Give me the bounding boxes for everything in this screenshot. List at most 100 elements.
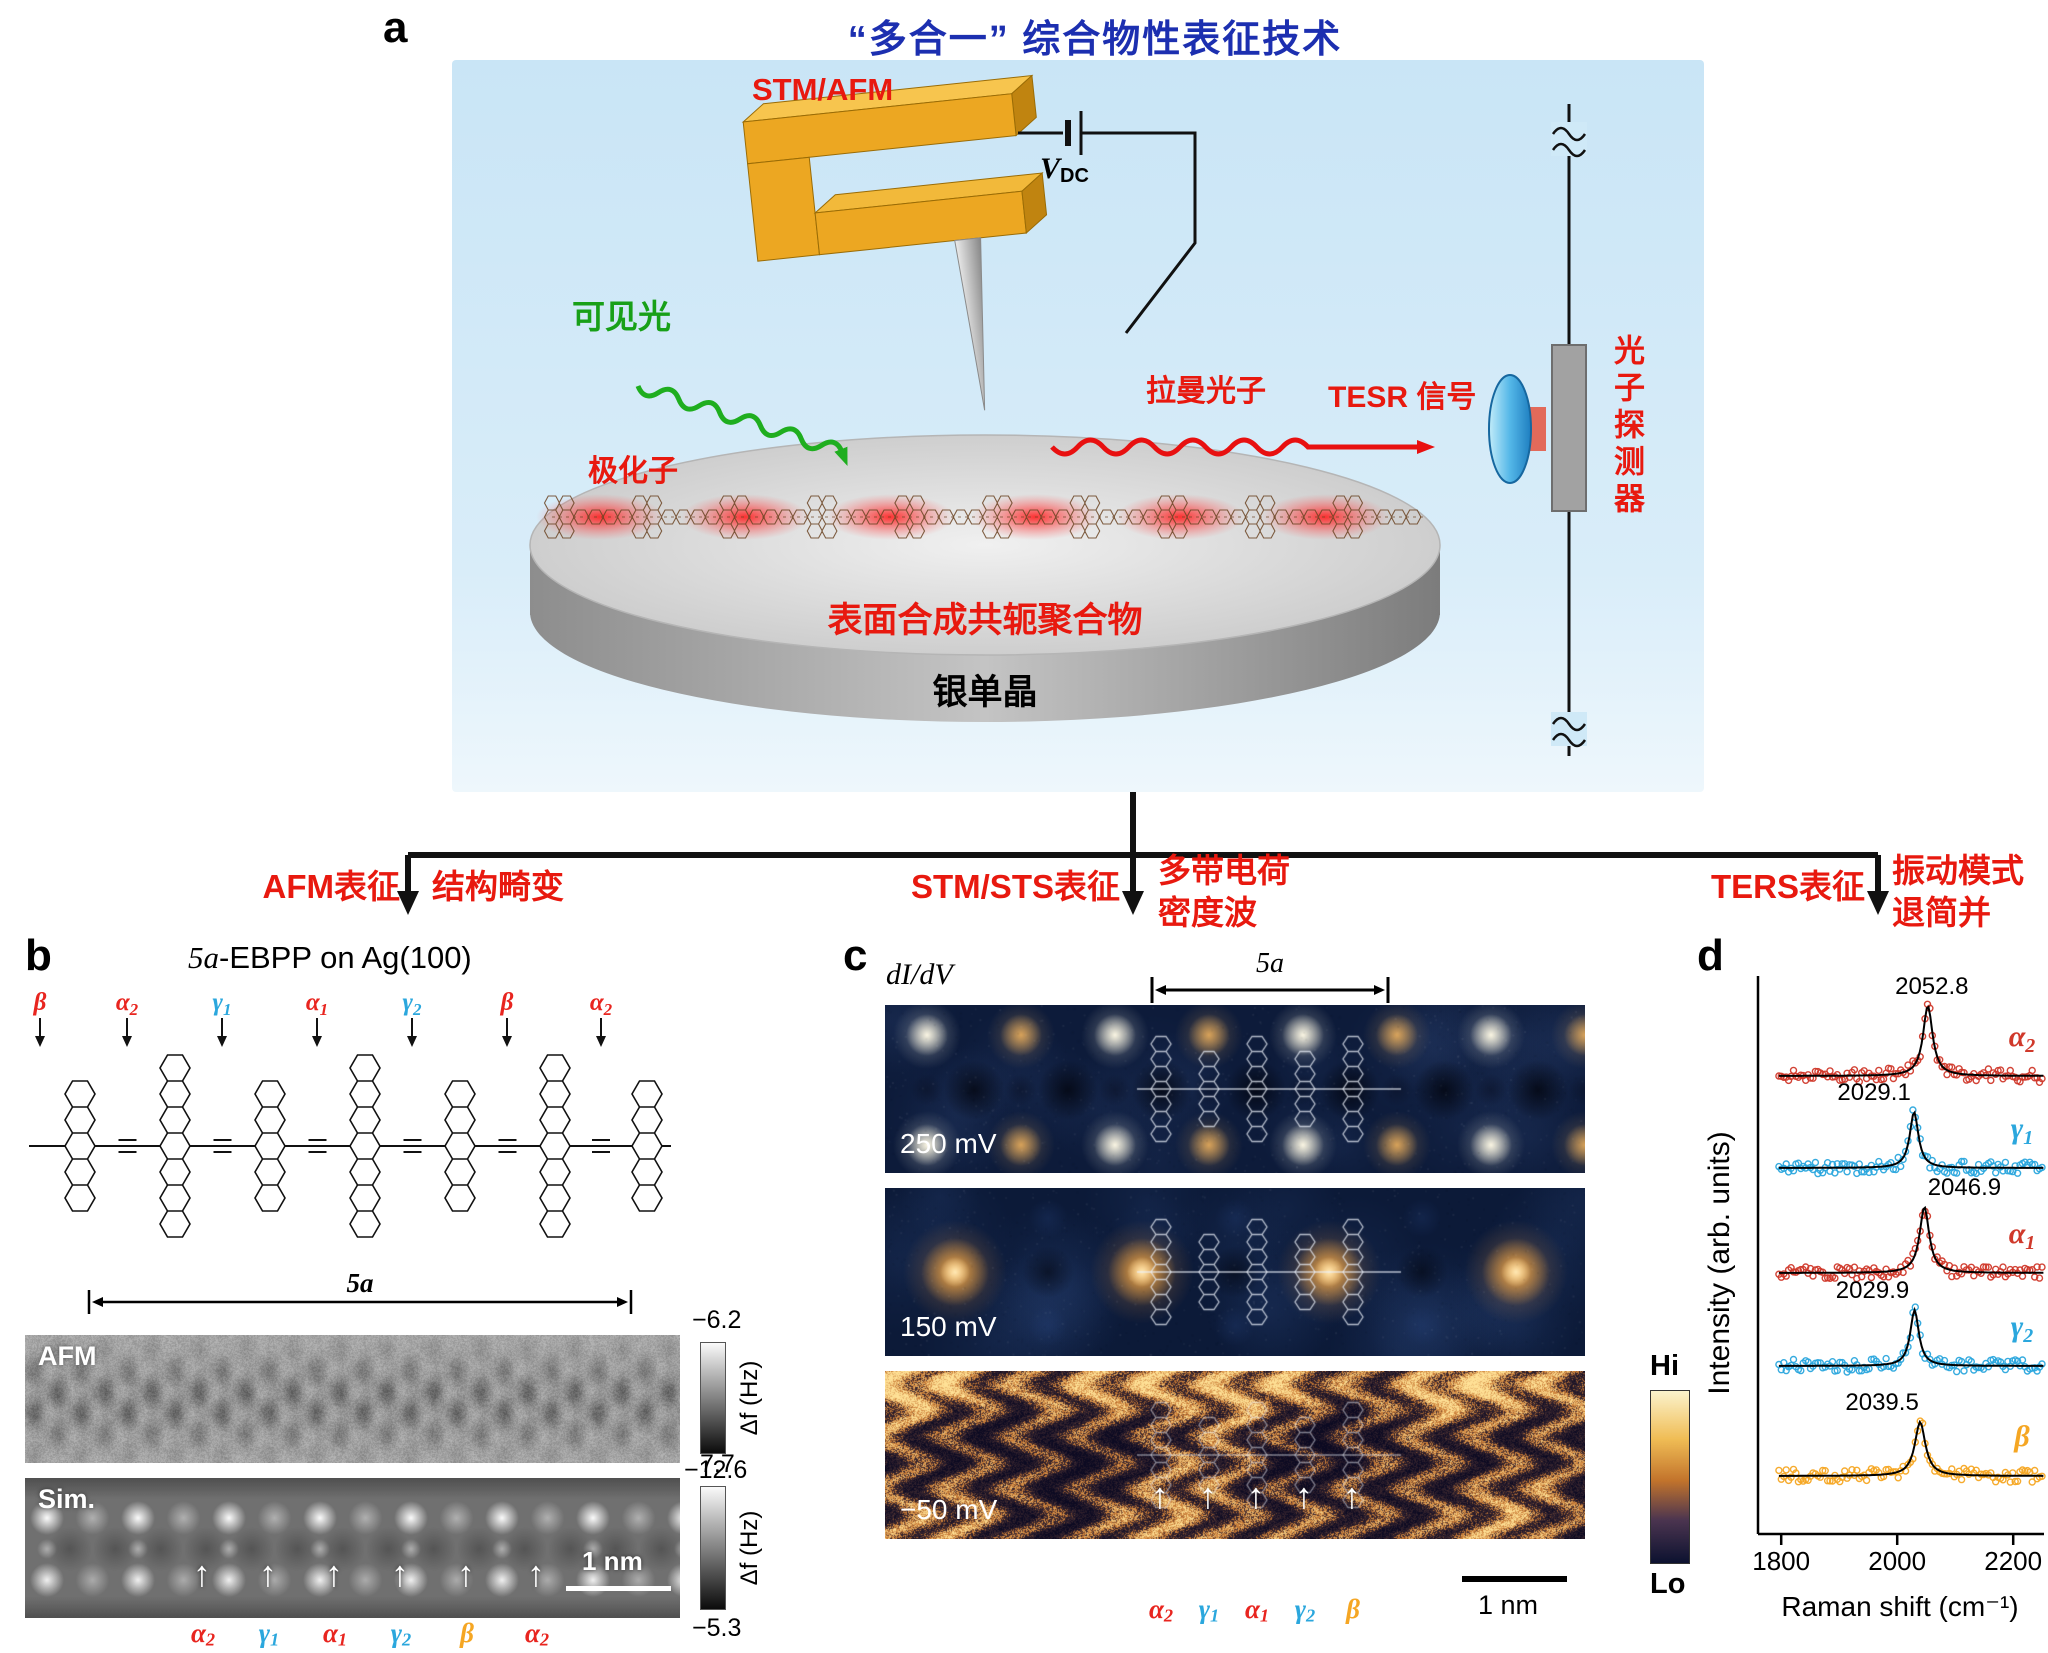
spectrum-data-point: [2011, 1162, 2019, 1170]
sim-colorbar: [700, 1486, 726, 1610]
sim-feature-arrow: ↑: [527, 1553, 545, 1594]
panel-b-mode-label: γ2: [390, 1618, 412, 1650]
spectrum-data-point: [1957, 1475, 1966, 1484]
spectrum-data-point: [1826, 1067, 1834, 1075]
panel-c-scalebar: [1462, 1576, 1567, 1582]
panel-b-mode-label: γ1: [258, 1618, 280, 1650]
spectrum-data-point: [1952, 1169, 1961, 1177]
panel-b-label: b: [25, 931, 52, 980]
panel-c-mode-label: α1: [1244, 1594, 1270, 1626]
spectrum-data-point: [1843, 1167, 1851, 1176]
sim-colorbar-min: −5.3: [692, 1614, 742, 1642]
afm-method-label: AFM表征: [262, 868, 400, 905]
spectrum-data-point: [1826, 1477, 1834, 1485]
panel-c-mode-label: γ2: [1294, 1594, 1316, 1626]
spectrum-data-point: [1948, 1272, 1956, 1281]
ters-result-line1: 振动模式: [1892, 852, 2024, 889]
structure-mode-label: α2: [590, 989, 613, 1019]
spectrum-data-point: [1787, 1473, 1795, 1481]
spectrum-data-point: [1896, 1162, 1905, 1171]
spectrum-data-point: [1960, 1068, 1968, 1077]
spectrum-data-point: [1984, 1065, 1993, 1073]
spectrum-data-point: [1818, 1466, 1827, 1475]
visible-light-label: 可见光: [572, 298, 671, 335]
spectrum-data-point: [1909, 1106, 1917, 1114]
didv-map-150mV: [885, 1188, 1585, 1356]
spectrum-data-point: [1811, 1158, 1820, 1167]
spectrum-data-point: [2001, 1158, 2010, 1167]
spectrum-data-point: [1811, 1067, 1820, 1076]
sim-feature-arrow: ↑: [325, 1553, 343, 1594]
vdc-subscript: DC: [1060, 165, 1089, 187]
stm-result-line1: 多带电荷: [1158, 852, 1290, 889]
spectrum-data-point: [1833, 1366, 1842, 1375]
spectrum-data-point: [2018, 1073, 2027, 1081]
spectrum-data-point: [1991, 1169, 2000, 1177]
afm-image: [25, 1335, 680, 1463]
series-mode-label: β: [2013, 1420, 2030, 1453]
spectrum-data-point: [2031, 1273, 2039, 1281]
spectrum-data-point: [1855, 1367, 1864, 1375]
stm-feature-arrow: ↑: [1343, 1475, 1361, 1516]
spectrum-data-point: [1802, 1263, 1810, 1271]
photon-detector-label: 光子探测器: [1609, 334, 1644, 519]
stm-feature-arrow: ↑: [1247, 1475, 1265, 1516]
spectrum-data-point: [2031, 1466, 2039, 1475]
spectrum-data-point: [1821, 1467, 1829, 1475]
spectrum-data-point: [1984, 1263, 1993, 1271]
raman-xtick-label: 2000: [1868, 1546, 1926, 1576]
structure-mode-label: α2: [116, 989, 139, 1019]
spectrum-data-point: [1872, 1075, 1881, 1084]
spectrum-data-point: [1960, 1157, 1968, 1166]
structure-mode-label: γ2: [403, 989, 422, 1019]
spectrum-data-point: [2038, 1263, 2046, 1271]
spectrum-data-point: [1855, 1077, 1864, 1086]
sim-scaleb​ar-label: 1 nm: [582, 1546, 643, 1576]
spectrum-data-point: [1887, 1065, 1895, 1073]
panel-c-label: c: [843, 931, 868, 980]
spectrum-data-point: [1999, 1263, 2007, 1271]
spectrum-data-point: [1775, 1466, 1783, 1475]
spectrum-data-point: [2018, 1356, 2027, 1364]
peak-position-label: 2052.8: [1895, 973, 1968, 1000]
peak-position-label: 2029.9: [1836, 1277, 1909, 1304]
vdc-symbol: V: [1040, 152, 1061, 185]
structure-mode-label: β: [500, 989, 514, 1016]
lorentzian-fit-curve: [1778, 1005, 2044, 1077]
spectrum-data-point: [1848, 1366, 1856, 1374]
afm-image-label: AFM: [38, 1341, 97, 1371]
panel-b-5a-label: 5a: [347, 1268, 374, 1298]
raman-xtick-label: 2200: [1984, 1546, 2042, 1576]
panel-c-5a-span: [1150, 977, 1390, 1003]
bias-label-150mV: 150 mV: [900, 1311, 997, 1342]
spectrum-data-point: [1996, 1066, 2005, 1074]
afm-colorbar-min: −12.6: [684, 1456, 748, 1484]
spectrum-data-point: [1987, 1076, 1995, 1085]
lorentzian-fit-curve: [1778, 1306, 2044, 1367]
spectrum-data-point: [1809, 1272, 1817, 1280]
spectrum-data-point: [2006, 1066, 2014, 1075]
spectrum-data-point: [1979, 1263, 1988, 1271]
spectrum-data-point: [1797, 1366, 1805, 1375]
spectrum-data-point: [1972, 1466, 1980, 1474]
panel-c-mode-label: γ1: [1198, 1594, 1220, 1626]
spectrum-data-point: [1960, 1367, 1968, 1375]
spectrum-data-point: [2006, 1478, 2014, 1486]
series-mode-label: γ1: [2011, 1112, 2033, 1149]
spectrum-data-point: [1809, 1165, 1817, 1174]
didv-label: dI/dV: [886, 958, 953, 991]
stm-feature-arrow: ↑: [1295, 1475, 1313, 1516]
peak-position-label: 2046.9: [1928, 1174, 2001, 1201]
peak-position-label: 2029.1: [1837, 1079, 1910, 1106]
didv-map-250mV: [885, 1005, 1585, 1173]
sim-image-label: Sim.: [38, 1484, 96, 1514]
spectrum-data-point: [1879, 1273, 1888, 1281]
panel-b-title-rest: -EBPP on Ag(100): [219, 940, 472, 975]
spectrum-data-point: [2028, 1478, 2036, 1486]
bias-label-250mV: 250 mV: [900, 1128, 997, 1159]
lorentzian-fit-curve: [1778, 1205, 2044, 1274]
spectrum-data-point: [1948, 1063, 1956, 1071]
spectrum-data-point: [1952, 1367, 1961, 1376]
spectrum-data-point: [2028, 1066, 2036, 1075]
spectrum-data-point: [2018, 1272, 2027, 1280]
